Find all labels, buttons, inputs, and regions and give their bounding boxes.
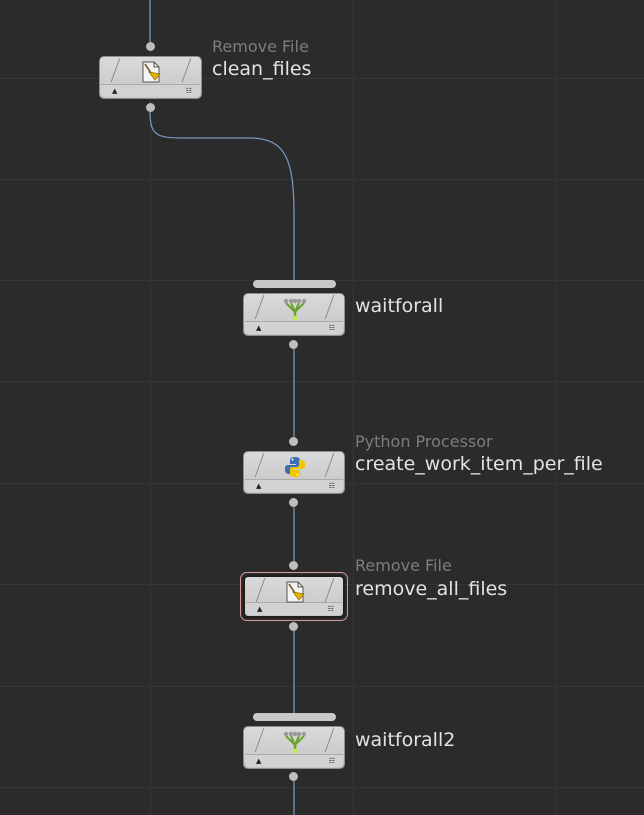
node-body[interactable]: ▲ ☷ bbox=[243, 726, 345, 769]
node-name-label[interactable]: waitforall2 bbox=[355, 729, 456, 751]
output-port[interactable] bbox=[289, 340, 298, 349]
node-menu-icon[interactable]: ☷ bbox=[328, 324, 335, 332]
node-footer: ▲ ☷ bbox=[245, 479, 343, 492]
grid-line bbox=[0, 381, 644, 382]
output-port[interactable] bbox=[146, 103, 155, 112]
display-flag-icon[interactable]: ▲ bbox=[256, 757, 262, 765]
wire[interactable] bbox=[149, 111, 295, 282]
grid-line bbox=[0, 787, 644, 788]
node-remove-all-files[interactable]: ▲ ☷ bbox=[240, 572, 348, 621]
remove-file-icon bbox=[142, 61, 161, 83]
node-menu-icon[interactable]: ☷ bbox=[327, 605, 334, 613]
node-footer: ▲ ☷ bbox=[245, 321, 343, 334]
node-waitforall2[interactable]: ▲ ☷ bbox=[243, 726, 345, 769]
selection-highlight bbox=[240, 572, 348, 621]
node-type-label: Remove File bbox=[212, 37, 309, 56]
grid-line bbox=[0, 78, 644, 79]
node-menu-icon[interactable]: ☷ bbox=[185, 87, 192, 95]
node-clean-files[interactable]: ▲ ☷ bbox=[99, 56, 202, 99]
remove-file-icon bbox=[286, 581, 305, 603]
node-type-label: Remove File bbox=[355, 556, 452, 575]
node-waitforall[interactable]: ▲ ☷ bbox=[243, 293, 345, 336]
node-body[interactable]: ▲ ☷ bbox=[243, 575, 345, 618]
node-footer: ▲ ☷ bbox=[245, 754, 343, 767]
display-flag-icon[interactable]: ▲ bbox=[256, 482, 262, 490]
input-port[interactable] bbox=[146, 42, 155, 51]
grid-line bbox=[0, 179, 644, 180]
node-name-label[interactable]: remove_all_files bbox=[355, 578, 508, 600]
grid-line bbox=[556, 0, 557, 815]
wait-header-bar bbox=[253, 280, 336, 288]
display-flag-icon[interactable]: ▲ bbox=[256, 324, 262, 332]
wait-header-bar bbox=[253, 713, 336, 721]
display-flag-icon[interactable]: ▲ bbox=[112, 87, 118, 95]
node-body[interactable]: ▲ ☷ bbox=[99, 56, 202, 99]
output-port[interactable] bbox=[289, 622, 298, 631]
node-name-label[interactable]: waitforall bbox=[355, 295, 444, 317]
output-port[interactable] bbox=[289, 772, 298, 781]
display-flag-icon[interactable]: ▲ bbox=[257, 605, 263, 613]
node-menu-icon[interactable]: ☷ bbox=[328, 482, 335, 490]
wait-for-all-icon bbox=[283, 731, 307, 754]
node-body[interactable]: ▲ ☷ bbox=[243, 293, 345, 336]
grid-line bbox=[150, 0, 151, 815]
node-type-label: Python Processor bbox=[355, 432, 493, 451]
wait-for-all-icon bbox=[283, 298, 307, 321]
node-name-label[interactable]: clean_files bbox=[212, 58, 312, 80]
node-create-work-item-per-file[interactable]: ▲ ☷ bbox=[243, 451, 345, 494]
grid-line bbox=[0, 686, 644, 687]
grid-line bbox=[353, 0, 354, 815]
input-port[interactable] bbox=[289, 437, 298, 446]
output-port[interactable] bbox=[289, 498, 298, 507]
node-body[interactable]: ▲ ☷ bbox=[243, 451, 345, 494]
python-icon bbox=[285, 457, 305, 477]
node-menu-icon[interactable]: ☷ bbox=[328, 757, 335, 765]
node-name-label[interactable]: create_work_item_per_file bbox=[355, 453, 603, 475]
node-footer: ▲ ☷ bbox=[101, 84, 200, 97]
input-port[interactable] bbox=[289, 561, 298, 570]
